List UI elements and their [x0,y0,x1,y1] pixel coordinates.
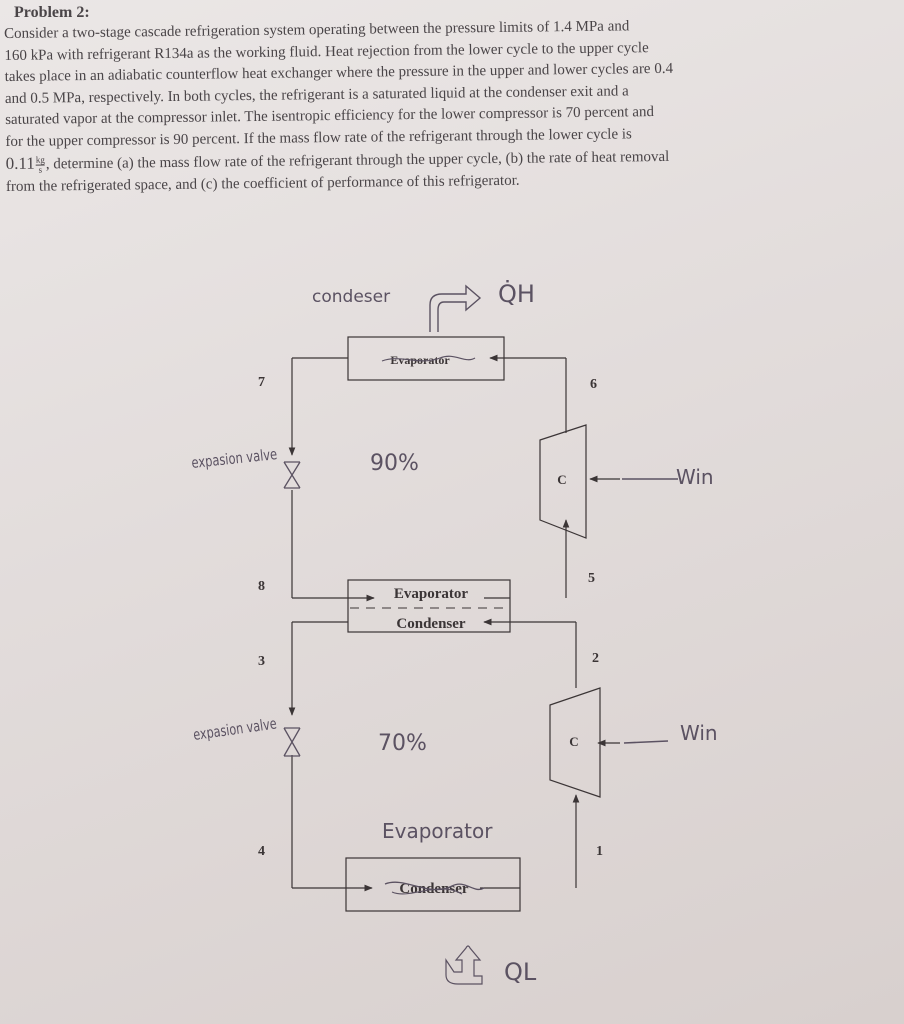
q-high-label: Q̇H [498,280,535,308]
middle-box-evaporator-label: Evaporator [394,586,469,602]
upper-efficiency-label: 90% [370,451,419,476]
heat-rejection-arrow-icon [429,284,482,332]
top-box-handwritten-label: condeser [312,287,390,307]
lower-cycle-piping [288,618,669,892]
upper-work-input-label: Win [676,465,714,489]
state-5-label: 5 [588,571,595,586]
lower-efficiency-label: 70% [378,731,427,756]
state-numbers: 1 2 3 4 5 6 7 8 [258,375,603,859]
state-6-label: 6 [590,377,597,392]
middle-box-condenser-label: Condenser [396,616,466,632]
upper-cycle-piping [288,354,678,602]
lower-expansion-valve [283,727,301,757]
state-1-label: 1 [596,844,603,859]
state-7-label: 7 [258,375,265,390]
bottom-box-handwritten-label: Evaporator [382,819,493,843]
problem-title: Problem 2: [14,4,90,21]
upper-compressor: C [539,424,587,539]
upper-compressor-label: C [557,472,566,487]
state-2-label: 2 [592,651,599,666]
state-4-label: 4 [258,844,265,859]
top-heat-exchanger: Evaporator [347,336,505,381]
top-box-printed-label: Evaporator [390,353,450,367]
upper-expansion-valve [283,461,301,489]
lower-compressor: C [549,687,601,798]
strike-through-mark [381,355,476,362]
heat-absorption-arrow-icon [445,945,483,985]
lower-compressor-label: C [569,734,578,749]
lower-valve-label: expasion valve [192,714,278,744]
upper-valve-label: expasion valve [191,445,278,472]
state-3-label: 3 [258,654,265,669]
cascade-heat-exchanger: Evaporator Condenser [347,579,511,633]
strike-through-mark [391,888,463,895]
state-8-label: 8 [258,579,265,594]
bottom-heat-exchanger: Condenser [345,857,521,912]
lower-work-input-label: Win [680,721,718,745]
q-low-label: QL [504,958,537,986]
strike-through-mark [384,881,485,891]
